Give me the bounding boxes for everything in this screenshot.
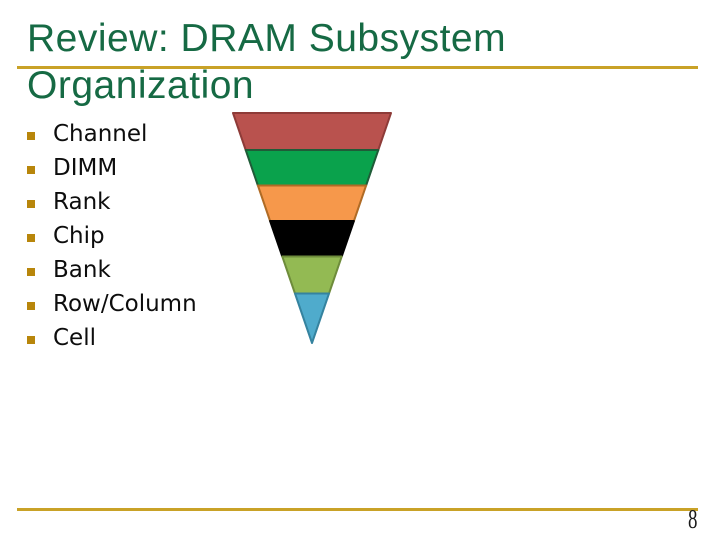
bullet-item-chip: Chip [27, 219, 197, 253]
bullet-item-row-column: Row/Column [27, 287, 197, 321]
bullet-item-dimm: DIMM [27, 151, 197, 185]
funnel-layer-1 [232, 112, 392, 151]
square-bullet-icon [27, 165, 35, 174]
bullet-item-channel: Channel [27, 117, 197, 151]
funnel-layer-4 [269, 220, 355, 258]
footer-rule [17, 508, 698, 511]
bullet-list: Channel DIMM Rank Chip Bank Row/Column C… [27, 117, 197, 355]
square-bullet-icon [27, 301, 35, 310]
slide-title-line-1: Review: DRAM Subsystem [27, 17, 507, 60]
bullet-item-bank: Bank [27, 253, 197, 287]
funnel-layer-3 [256, 184, 368, 222]
title-underline-rule [17, 66, 698, 69]
funnel-layer-6 [294, 292, 330, 344]
square-bullet-icon [27, 335, 35, 344]
page-number: 8 [687, 504, 697, 534]
funnel-layer-5 [281, 255, 343, 295]
square-bullet-icon [27, 267, 35, 276]
bullet-label: Channel [53, 121, 148, 147]
slide-title-line-2: Organization [27, 64, 255, 107]
funnel-layer-2 [244, 149, 380, 187]
square-bullet-icon [27, 233, 35, 242]
bullet-label: Rank [53, 189, 111, 215]
bullet-label: Cell [53, 325, 96, 351]
bullet-label: Bank [53, 257, 111, 283]
bullet-item-cell: Cell [27, 321, 197, 355]
square-bullet-icon [27, 131, 35, 140]
bullet-label: DIMM [53, 155, 118, 181]
square-bullet-icon [27, 199, 35, 208]
bullet-label: Chip [53, 223, 105, 249]
dram-hierarchy-funnel-diagram [232, 112, 392, 344]
bullet-item-rank: Rank [27, 185, 197, 219]
bullet-label: Row/Column [53, 291, 197, 317]
